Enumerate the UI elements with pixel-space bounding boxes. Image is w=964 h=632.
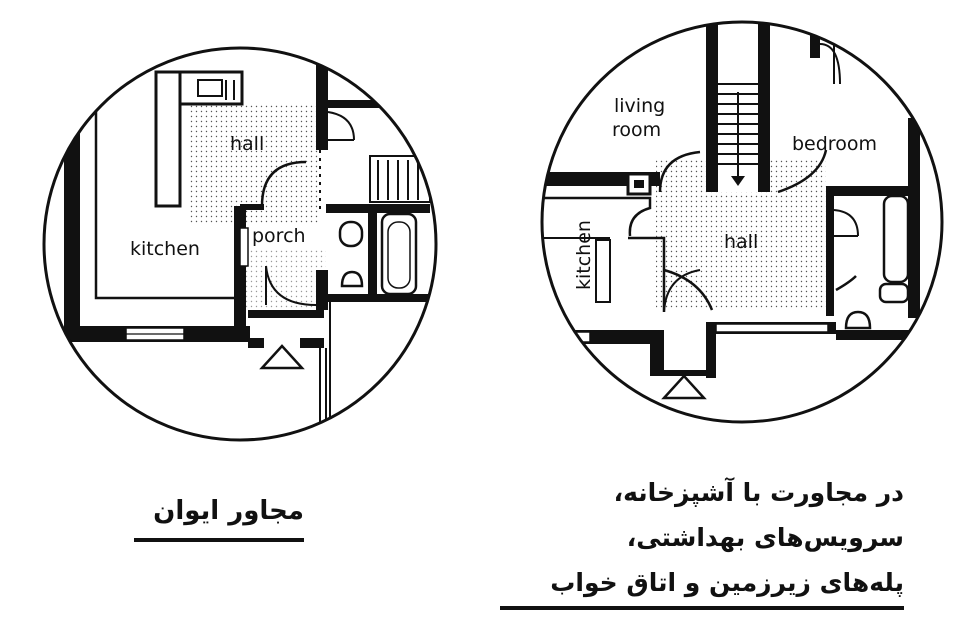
room-label-kitchen: kitchen: [130, 238, 200, 260]
stair-wall-east: [758, 22, 770, 192]
entrance-arrow: [259, 344, 305, 370]
bedroom-door-arc: [777, 149, 828, 194]
right-caption-line-2: سرویس‌های بهداشتی،: [626, 523, 904, 552]
window: [715, 323, 829, 333]
kitchen-island: [154, 70, 182, 208]
right-floor-plan: living room bedroom hall kitchen: [542, 22, 920, 400]
porch-floor: [236, 250, 326, 310]
basin: [340, 270, 364, 288]
room-label-kitchen: kitchen: [573, 220, 595, 290]
right-caption-line-1: در مجاورت با آشپزخانه،: [613, 478, 904, 507]
basin: [878, 282, 910, 304]
right-caption-line-3: پله‌های زیرزمین و اتاق خواب: [550, 568, 904, 597]
hall-east-wall: [316, 58, 328, 150]
right-plan-frame: [540, 20, 944, 424]
door-swing-porch: [265, 265, 317, 306]
toilet: [844, 310, 872, 330]
room-label-hall: hall: [724, 231, 758, 253]
right-plan-caption: در مجاورت با آشپزخانه، سرویس‌های بهداشتی…: [500, 470, 904, 605]
sink: [197, 79, 223, 97]
room-label-room: room: [612, 119, 661, 141]
toilet: [338, 220, 364, 248]
kitchen-counter: [628, 236, 666, 312]
left-floor-plan: hall kitchen porch: [64, 58, 431, 440]
bathtub: [882, 194, 910, 284]
room-label-living: living: [614, 95, 665, 117]
entrance-arrow: [661, 374, 707, 400]
left-plan-frame: [42, 46, 438, 442]
west-wall: [64, 70, 80, 342]
porch-west-wall: [234, 206, 246, 342]
left-caption-underline: [134, 538, 304, 542]
left-plan-caption: مجاور ایوان: [153, 496, 304, 526]
south-wall-west: [542, 330, 650, 344]
porch-arch: [260, 160, 307, 207]
room-label-porch: porch: [252, 225, 306, 247]
room-label-hall: hall: [230, 133, 264, 155]
right-caption-underline: [500, 606, 904, 610]
door-swing-hall: [327, 111, 355, 141]
stair-wall-west: [706, 22, 718, 192]
stair-direction-arrow: [731, 176, 745, 186]
kitchen-counter: [94, 70, 236, 300]
room-label-bedroom: bedroom: [792, 133, 877, 155]
